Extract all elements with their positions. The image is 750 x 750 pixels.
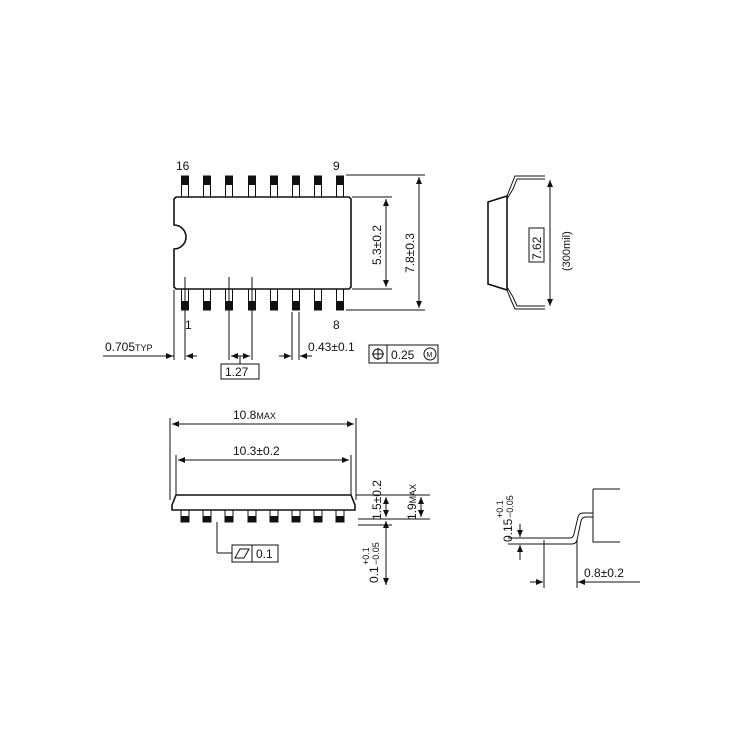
pin-9-label: 9 <box>333 159 340 173</box>
svg-text:+0.1: +0.1 <box>361 547 371 565</box>
flatness-symbol-icon <box>234 548 250 559</box>
pin-16-label: 16 <box>176 159 190 173</box>
lead-detail-body <box>592 488 620 543</box>
end-view-lead-bottom <box>506 286 545 310</box>
pitch-label: 1.27 <box>225 365 249 379</box>
top-view: 16 9 1 8 5.3±0.2 7.8±0.3 0.705TYP 1.27 0… <box>103 159 439 380</box>
flatness-label: 0.1 <box>256 547 273 561</box>
top-leads-upper <box>181 175 344 198</box>
lead-detail-outline <box>542 512 593 539</box>
mmc-modifier-label: M <box>427 352 433 359</box>
side-view-body <box>171 494 356 511</box>
body-height-label: 1.5±0.2 <box>370 480 384 520</box>
total-width-label: 7.8±0.3 <box>403 233 417 273</box>
row-spacing-note: (300mil) <box>561 231 573 271</box>
foot-length-label: 0.8±0.2 <box>584 566 624 580</box>
body-width-label: 5.3±0.2 <box>370 225 384 265</box>
pin-8-label: 8 <box>333 318 340 332</box>
pin-1-label: 1 <box>185 318 192 332</box>
svg-text:0.15: 0.15 <box>501 518 515 542</box>
svg-text:−0.05: −0.05 <box>505 495 515 518</box>
standoff-label: 0.1 +0.1 −0.05 <box>361 542 381 583</box>
row-spacing-label: 7.62 <box>530 236 544 260</box>
max-height-label: 1.9MAX <box>405 484 419 520</box>
thickness-label: 0.15 +0.1 −0.05 <box>495 495 515 542</box>
top-leads-lower <box>181 288 344 311</box>
row-spacing-basic-box <box>528 227 545 263</box>
side-view: 10.8MAX 10.3±0.2 1.5±0.2 1.9MAX 0.1 +0.1… <box>169 408 430 585</box>
position-tolerance-frame: 0.25 M <box>368 344 439 364</box>
mmc-modifier-icon <box>423 347 437 361</box>
end-view-lead-top <box>506 175 545 200</box>
end-view: 7.62 (300mil) <box>487 175 573 310</box>
overall-length-label: 10.8MAX <box>233 408 276 422</box>
pitch-basic-box <box>220 363 260 380</box>
lead-detail-view: 0.15 +0.1 −0.05 0.8±0.2 <box>495 488 640 588</box>
end-view-body <box>487 194 508 292</box>
position-tolerance-label: 0.25 <box>391 348 415 362</box>
lead-width-label: 0.43±0.1 <box>308 340 355 354</box>
flatness-tolerance-frame: 0.1 <box>231 544 279 563</box>
body-length-label: 10.3±0.2 <box>233 444 280 458</box>
svg-text:0.1: 0.1 <box>367 566 381 583</box>
svg-text:−0.05: −0.05 <box>371 542 381 565</box>
top-view-body <box>173 196 352 290</box>
lead-offset-label: 0.705TYP <box>105 340 153 354</box>
side-view-leads <box>180 507 345 523</box>
svg-text:+0.1: +0.1 <box>495 500 505 518</box>
